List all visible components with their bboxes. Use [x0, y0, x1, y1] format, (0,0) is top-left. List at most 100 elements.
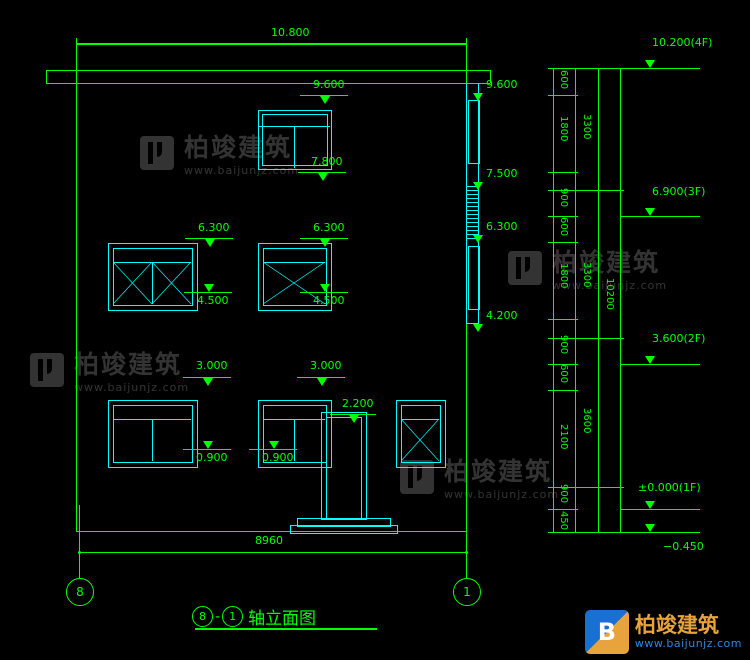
- drawing-title-underline: [195, 628, 377, 630]
- dim-label: 900: [558, 484, 569, 504]
- stair-tread: [466, 218, 479, 219]
- window-1f-left: [108, 400, 198, 468]
- elevation-label: 3.000: [196, 359, 228, 372]
- right-wing-window-lower: [468, 246, 480, 310]
- roof-eave-left-cap: [46, 70, 47, 83]
- stair-tread: [466, 194, 479, 195]
- window-2f-left-inner: [113, 248, 193, 306]
- level-line-4f: [620, 68, 700, 69]
- watermark-url: www.baijunjz.com: [444, 488, 560, 501]
- right-wing-window-upper: [468, 100, 480, 164]
- window-1f-right-sash-marks: [401, 419, 439, 461]
- elev-leader-0900-left: [183, 449, 231, 450]
- dim-tick: [548, 390, 578, 391]
- elev-triangle-4500-left: [204, 284, 214, 292]
- elevation-label: 7.500: [486, 167, 518, 180]
- dim-label: 600: [558, 364, 569, 384]
- elev-leader-4500-left: [184, 292, 232, 293]
- watermark-logo-icon: [30, 352, 64, 387]
- dim-label: 600: [558, 70, 569, 90]
- axis-line-left: [79, 560, 80, 578]
- watermark-logo-icon: [508, 250, 542, 285]
- watermark: 柏竣建筑 www.baijunjz.com: [30, 345, 189, 394]
- title-axis-bubble-right: 1: [222, 606, 244, 627]
- dim-label-story: 3600: [581, 408, 592, 434]
- level-label-1f: ±0.000(1F): [638, 481, 701, 494]
- dim-chain-rule-1: [553, 68, 554, 532]
- dim-label: 900: [558, 188, 569, 208]
- elev-triangle-6300-left: [205, 239, 215, 247]
- bottom-dim-ext-left: [79, 505, 80, 560]
- stair-tread: [466, 190, 479, 191]
- elev-triangle-4500-mid: [320, 284, 330, 292]
- dim-label: 2100: [558, 424, 569, 450]
- level-triangle-3f: [645, 208, 655, 216]
- bottom-dim-ext-right: [466, 505, 467, 560]
- title-axis-right-label: 1: [229, 610, 237, 623]
- company-logo-url: www.baijunjz.com: [634, 637, 742, 651]
- elev-triangle-7800: [318, 173, 328, 181]
- title-axis-bubble-left: 8: [192, 606, 213, 627]
- window-2f-middle-sash-marks: [263, 262, 325, 304]
- window-2f-left-mullion-v: [152, 262, 153, 304]
- window-3f-middle-frame-inner: [262, 114, 328, 166]
- dim-label-story: 3300: [581, 262, 592, 288]
- drawing-title-block: 8 - 1 轴立面图: [192, 604, 316, 629]
- axis-bubble-right: 1: [453, 578, 481, 606]
- bottom-dim-tick-left: [78, 551, 81, 554]
- stair-tread: [466, 234, 479, 235]
- building-ground-line: [76, 531, 466, 532]
- level-line-1f: [620, 509, 700, 510]
- elev-triangle-0900-mid: [269, 441, 279, 449]
- entry-step-upper: [297, 518, 391, 527]
- elevation-label: 6.300: [198, 221, 230, 234]
- stair-rail-right: [478, 182, 479, 240]
- dim-tick: [548, 338, 624, 339]
- window-1f-right: [396, 400, 446, 468]
- company-logo-mark-icon: B: [584, 610, 629, 654]
- elevation-label: 4.500: [313, 294, 345, 307]
- elevation-label: 9.600: [313, 78, 345, 91]
- title-dash: -: [215, 608, 221, 625]
- elev-leader-4500-mid: [300, 292, 348, 293]
- elevation-label: 4.200: [486, 309, 518, 322]
- building-top-edge: [76, 44, 466, 45]
- bottom-overall-dimension-label: 8960: [255, 534, 283, 547]
- dim-tick: [548, 68, 624, 69]
- top-dim-tick-right: [466, 38, 467, 48]
- top-dimension-line: [76, 43, 466, 44]
- company-logo: B 柏竣建筑 www.baijunjz.com: [584, 610, 742, 654]
- dim-tick: [548, 190, 624, 191]
- roof-eave-right-cap: [490, 70, 491, 83]
- elev-triangle-3000-left: [203, 378, 213, 386]
- bottom-dimension-line: [79, 552, 467, 553]
- level-label-3f: 6.900(3F): [652, 185, 706, 198]
- elevation-label: 7.800: [311, 155, 343, 168]
- right-wing-base: [466, 323, 479, 324]
- elev-leader-3000-left: [183, 377, 231, 378]
- stair-tread: [466, 222, 479, 223]
- dim-label: 600: [558, 217, 569, 237]
- watermark-brand: 柏竣建筑: [74, 350, 183, 379]
- elevation-label: 3.000: [310, 359, 342, 372]
- dim-tick: [548, 364, 578, 365]
- window-1f-right-inner: [401, 405, 441, 463]
- window-1f-middle-mullion-v: [294, 419, 295, 461]
- building-left-edge: [76, 44, 77, 531]
- stair-tread: [466, 210, 479, 211]
- elev-leader-6300-left: [185, 238, 233, 239]
- window-3f-middle-mullion: [294, 126, 295, 168]
- stair-tread: [466, 230, 479, 231]
- elev-triangle-0900-left: [203, 441, 213, 449]
- window-2f-left-sash-marks: [113, 262, 191, 304]
- window-2f-middle-inner: [263, 248, 327, 306]
- axis-bubble-left: 8: [66, 578, 94, 606]
- watermark-logo-icon: [140, 135, 174, 170]
- elev-triangle-3000-mid: [317, 378, 327, 386]
- entry-step-lower: [290, 525, 398, 534]
- roof-eave-top: [46, 70, 490, 71]
- entry-door-leaf: [326, 417, 362, 520]
- dim-tick: [548, 242, 578, 243]
- window-1f-right-mullion-h: [401, 419, 439, 420]
- elev-triangle-6300-right: [473, 235, 483, 243]
